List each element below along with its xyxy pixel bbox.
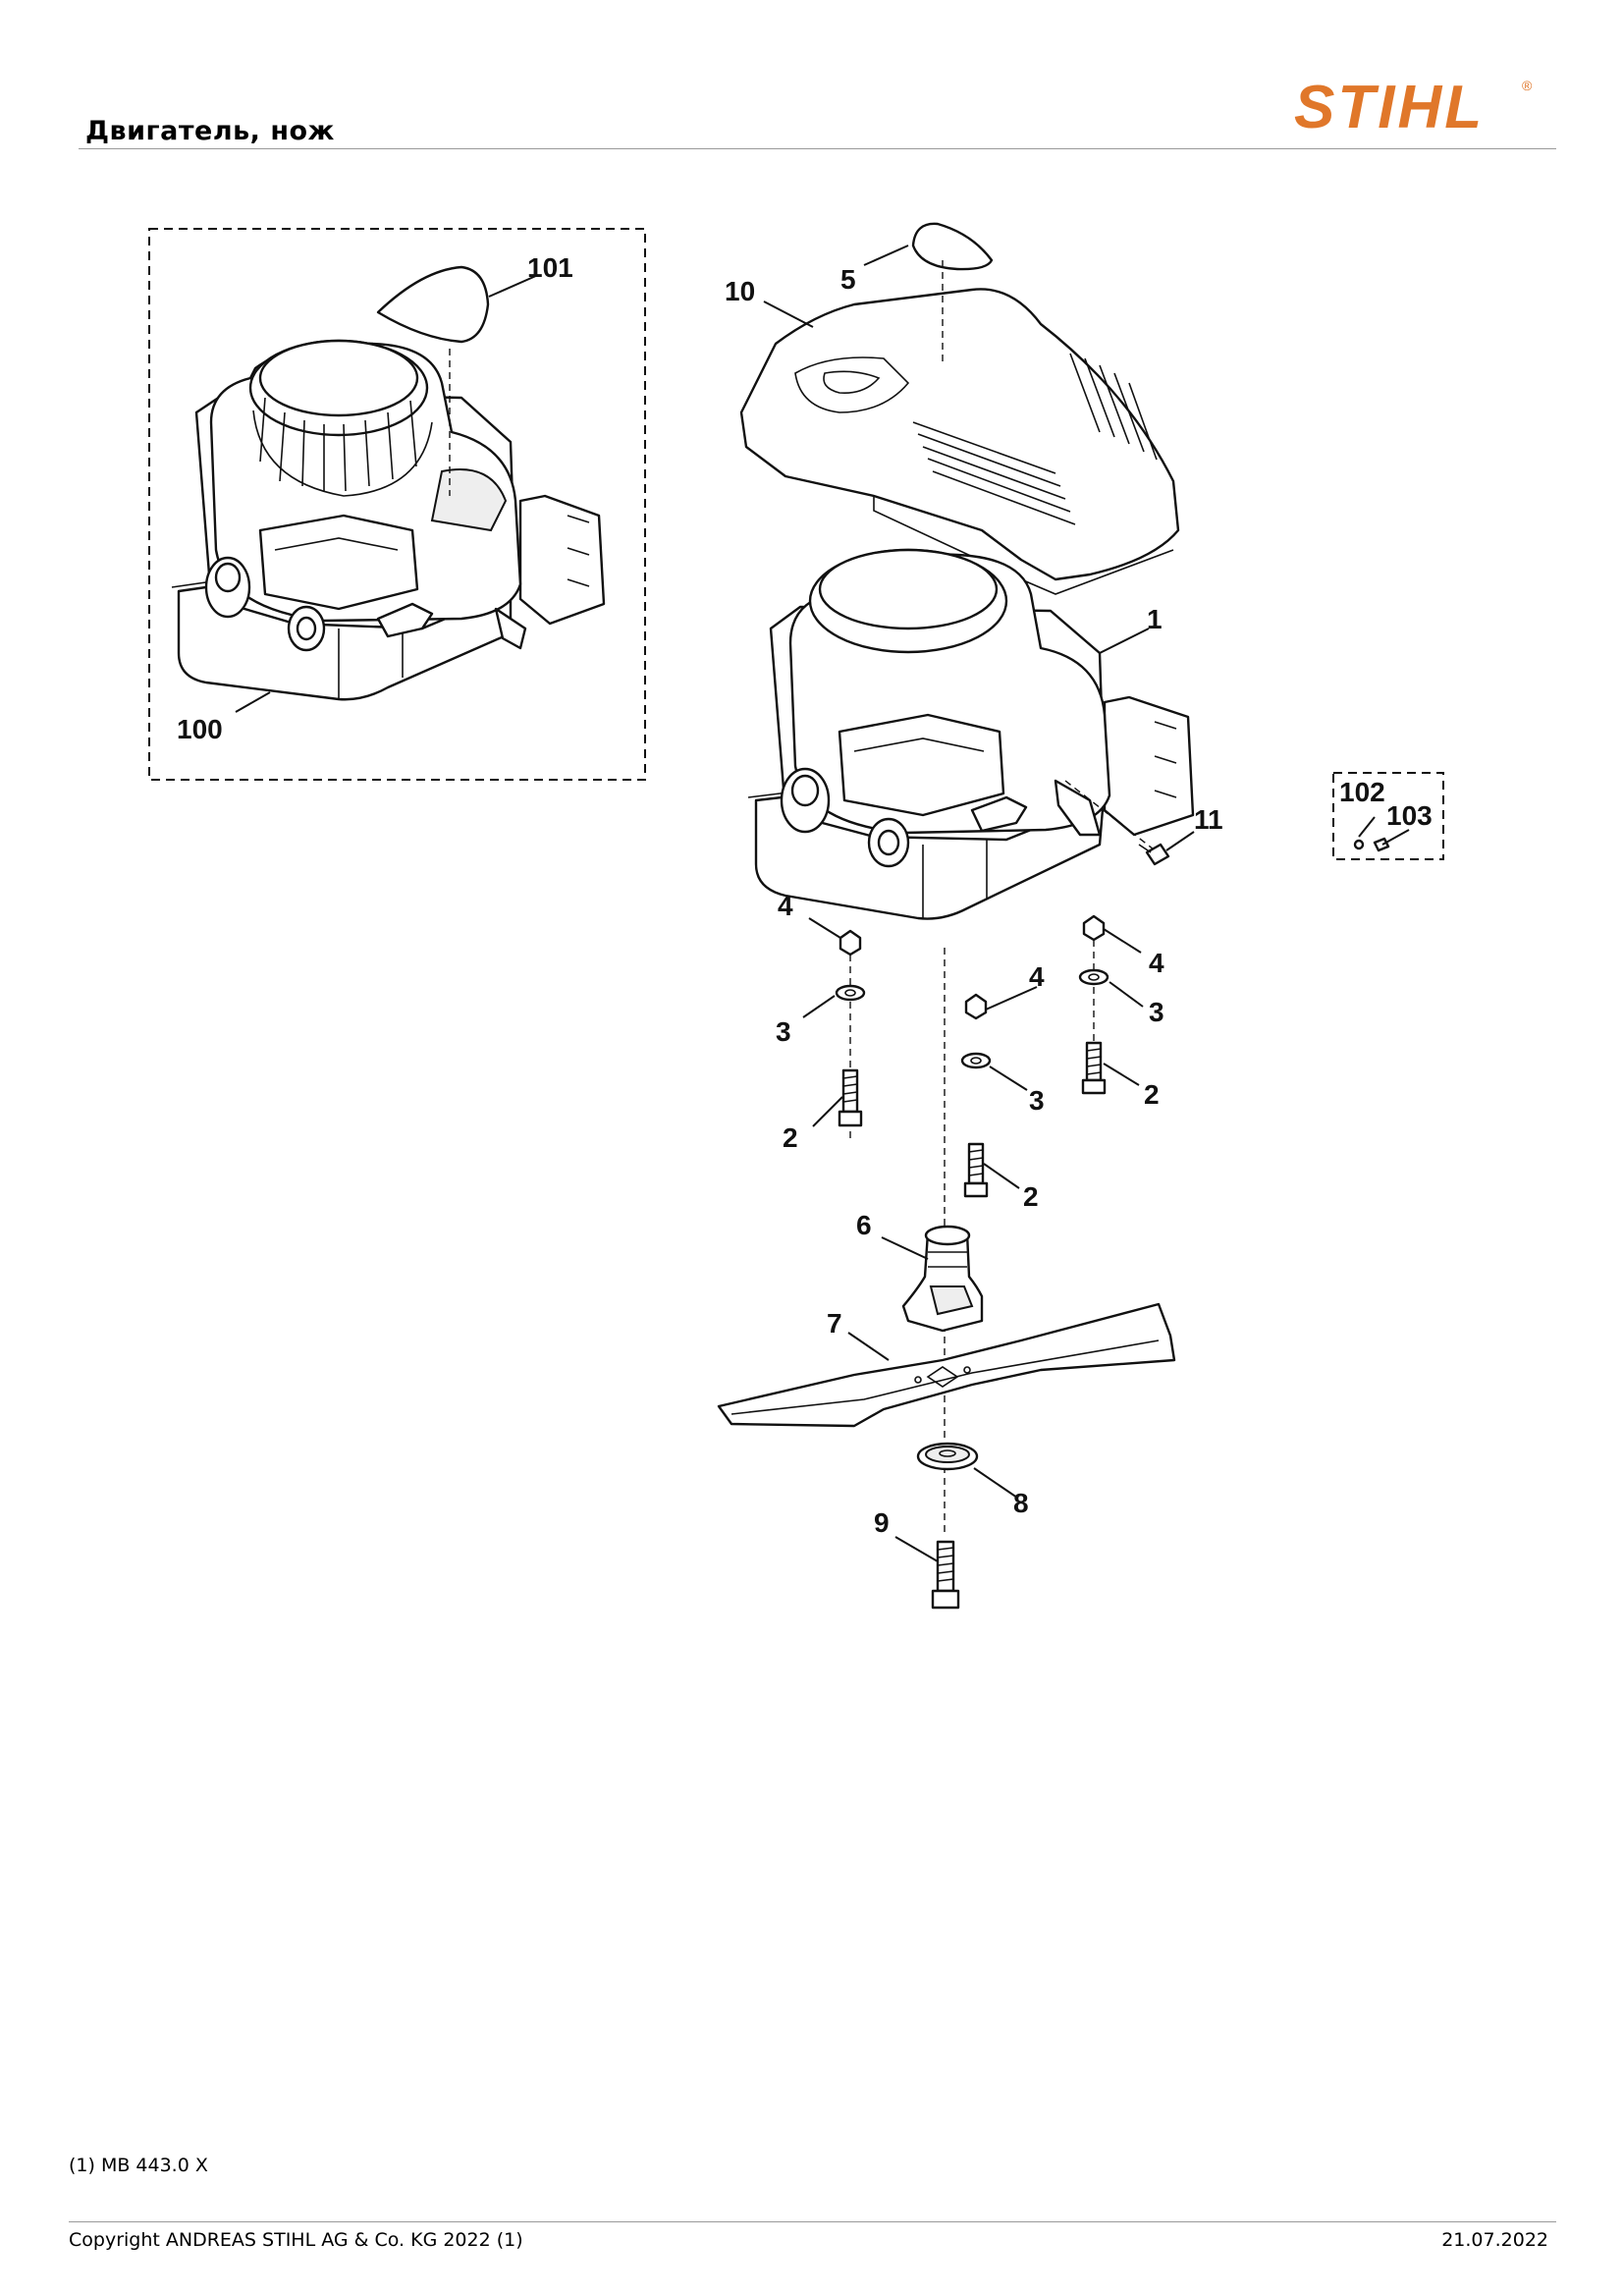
part-1-engine-drawing [747, 548, 1195, 920]
callout-2-left: 2 [783, 1122, 798, 1153]
callout-1: 1 [1147, 604, 1163, 634]
part-7-blade-drawing [717, 1302, 1176, 1428]
callout-2-middle: 2 [1023, 1181, 1039, 1212]
small-parts-kit-box [1332, 772, 1444, 860]
page-title: Двигатель, нож [85, 116, 335, 146]
model-note: (1) MB 443.0 X [69, 2155, 208, 2176]
callout-7: 7 [827, 1308, 842, 1339]
part-6-blade-adapter-drawing [901, 1225, 984, 1333]
callout-8: 8 [1013, 1488, 1029, 1518]
copyright-text: Copyright ANDREAS STIHL AG & Co. KG 2022… [69, 2229, 523, 2251]
header-rule [79, 148, 1556, 149]
callout-2-right: 2 [1144, 1079, 1160, 1110]
part-8-washer-drawing [916, 1442, 979, 1471]
callout-4-right: 4 [1149, 948, 1164, 978]
callout-10: 10 [725, 276, 755, 306]
callout-4-middle: 4 [1029, 961, 1045, 992]
part-10-shroud-drawing [739, 260, 1180, 595]
part-102-drawing [1353, 839, 1365, 850]
logo-text: STIHL [1294, 74, 1485, 141]
callout-6: 6 [856, 1210, 872, 1240]
leader-lines [235, 245, 1410, 1562]
fastener-stack-middle-drawing [960, 993, 992, 1198]
part-101-cover-drawing [376, 265, 490, 344]
footer-rule [69, 2221, 1556, 2222]
stihl-logo: STIHL ® [1294, 74, 1533, 141]
callout-3-right: 3 [1149, 997, 1164, 1027]
part-11-screw-drawing [1138, 843, 1170, 866]
footer-date: 21.07.2022 [1441, 2229, 1548, 2251]
callout-3-left: 3 [776, 1016, 791, 1047]
part-103-drawing [1373, 837, 1390, 852]
callout-101: 101 [527, 252, 573, 283]
engine-kit-box [148, 228, 646, 781]
callout-5: 5 [840, 264, 856, 295]
registered-mark-icon: ® [1522, 78, 1533, 93]
callout-11: 11 [1194, 804, 1223, 835]
callout-100: 100 [177, 714, 223, 744]
fastener-stack-left-drawing [835, 929, 866, 1139]
part-5-cover-drawing [911, 222, 994, 271]
callout-3-middle: 3 [1029, 1085, 1045, 1116]
engine-assembly-100-drawing [171, 339, 606, 701]
exploded-parts-diagram: 101 100 5 10 1 11 102 103 4 3 2 4 3 2 4 … [148, 222, 1444, 1610]
callout-4-left: 4 [778, 891, 793, 921]
callout-103: 103 [1386, 800, 1433, 831]
fastener-stack-right-drawing [1078, 914, 1109, 1095]
callout-9: 9 [874, 1507, 890, 1538]
part-9-bolt-drawing [931, 1540, 960, 1610]
callout-102: 102 [1339, 777, 1385, 807]
